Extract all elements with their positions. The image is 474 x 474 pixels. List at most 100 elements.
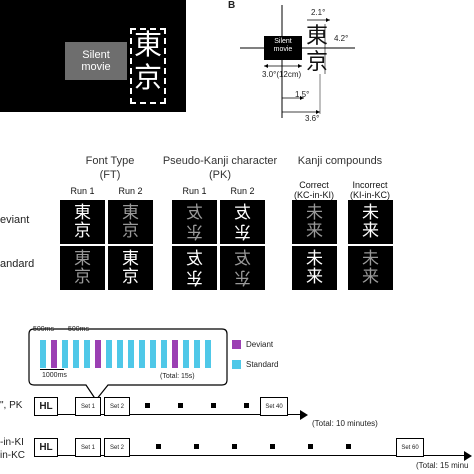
glyph-top: 東 <box>122 203 139 223</box>
ft-abbr: (FT) <box>99 169 121 181</box>
pk-run1: Run 1 <box>182 186 207 196</box>
row2-set-last-label: Set 60 <box>401 444 419 451</box>
standard-stimulus-bar <box>205 340 211 368</box>
panel-b-dim-top: 2.1° <box>311 8 326 17</box>
standard-stimulus-bar <box>62 340 68 368</box>
panel-b-movie-label: Silent movie <box>273 38 293 53</box>
soa-bracket <box>40 369 64 370</box>
panel-b-dim-right: 4.2° <box>334 34 349 43</box>
pk-run2-standard: 友 东 <box>220 246 265 290</box>
kc-incorrect: Incorrect <box>352 180 388 190</box>
row2-ellipsis-dot <box>156 444 161 449</box>
row2-set2: Set 2 <box>104 438 130 457</box>
row1-arrowhead <box>300 410 308 420</box>
glyph-bottom: 来 <box>306 267 323 287</box>
deviant-stimulus-bar <box>172 340 178 368</box>
row-standard-label: andard <box>0 258 35 270</box>
row1-ellipsis-dot <box>178 403 183 408</box>
standard-stimulus-bar <box>106 340 112 368</box>
ft-run2-standard: 東 京 <box>108 246 153 290</box>
glyph-top: 未 <box>306 203 323 223</box>
row1-set1: Set 1 <box>75 397 101 416</box>
panel-a-kanji-top: 東 <box>133 28 162 61</box>
panel-a-movie-box: Silent movie <box>65 42 127 80</box>
panel-b-kanji-top: 東 <box>305 24 328 49</box>
kc-correct-abbr: (KC-in-KI) <box>294 190 334 200</box>
standard-stimulus-bar <box>183 340 189 368</box>
row1-ellipsis-dot <box>244 403 249 408</box>
pk-run2: Run 2 <box>230 186 255 196</box>
standard-stimulus-bar <box>40 340 46 368</box>
row1-total: (Total: 10 minutes) <box>312 419 378 428</box>
panel-b-dim-low: 1.5° <box>295 90 310 99</box>
deviant-stimulus-bar <box>95 340 101 368</box>
row1-ellipsis-dot <box>145 403 150 408</box>
kc-incorrect-abbr: (KI-in-KC) <box>350 190 390 200</box>
row2-arrowhead <box>464 451 472 461</box>
row2-set1: Set 1 <box>75 438 101 457</box>
glyph-top: 東 <box>122 249 139 269</box>
glyph-top: 未 <box>362 203 379 223</box>
standard-stimulus-bar <box>73 340 79 368</box>
glyph-bottom: 京 <box>122 221 139 241</box>
glyph-top: 友 <box>234 203 251 223</box>
row1-set1-label: Set 1 <box>80 403 95 410</box>
ft-run1: Run 1 <box>70 186 95 196</box>
pk-run1-deviant: 友 东 <box>172 200 217 244</box>
row2-ellipsis-dot <box>232 444 237 449</box>
glyph-bottom: 东 <box>186 221 203 241</box>
glyph-bottom: 京 <box>122 267 139 287</box>
row-deviant-label: eviant <box>0 214 30 226</box>
ft-run2: Run 2 <box>118 186 143 196</box>
glyph-bottom: 来 <box>362 267 379 287</box>
row1-hl: HL <box>34 397 58 416</box>
row2-ellipsis-dot <box>194 444 199 449</box>
kc-correct: Correct <box>299 180 329 190</box>
glyph-bottom: 东 <box>234 221 251 241</box>
row2-ellipsis-dot <box>270 444 275 449</box>
glyph-bottom: 东 <box>186 267 203 287</box>
row2-set-last: Set 60 <box>396 438 424 457</box>
row1-ellipsis-dot <box>211 403 216 408</box>
ft-run1-deviant: 東 京 <box>60 200 105 244</box>
row1-set2: Set 2 <box>104 397 130 416</box>
kc-correct-deviant: 未 来 <box>292 200 337 244</box>
stimulus-bar-sequence <box>40 340 220 368</box>
standard-stimulus-bar <box>139 340 145 368</box>
row1-axis <box>34 414 302 415</box>
panel-b-diagram <box>240 5 355 118</box>
pk-title: Pseudo-Kanji character <box>162 155 278 167</box>
glyph-top: 未 <box>362 249 379 269</box>
panel-a-kanji-frame <box>130 28 166 104</box>
row2-axis <box>34 455 464 456</box>
row2-set2-label: Set 2 <box>109 444 124 451</box>
kc-title: Kanji compounds <box>297 155 383 167</box>
kc-correct-standard: 未 来 <box>292 246 337 290</box>
ft-title: Font Type <box>85 155 135 167</box>
row1-set2-label: Set 2 <box>109 403 124 410</box>
ft-run1-standard: 東 京 <box>60 246 105 290</box>
row2-ellipsis-dot <box>346 444 351 449</box>
row2-label-a: -in-KI <box>0 437 24 448</box>
legend-deviant-swatch <box>232 340 241 349</box>
glyph-bottom: 京 <box>74 267 91 287</box>
glyph-bottom: 京 <box>74 221 91 241</box>
glyph-bottom: 东 <box>234 267 251 287</box>
glyph-bottom: 来 <box>362 221 379 241</box>
dur-stim-label: 500ms <box>33 326 55 333</box>
standard-stimulus-bar <box>194 340 200 368</box>
panel-b-kanji-bottom: 京 <box>305 50 328 75</box>
panel-b-dim-width: 3.0°(12cm) <box>262 70 302 79</box>
panel-a-movie-label: Silent movie <box>81 49 111 73</box>
row2-hl-label: HL <box>39 442 53 453</box>
panel-b-dim-bottom: 3.6° <box>305 114 320 123</box>
row1-set-last: Set 40 <box>260 397 288 416</box>
glyph-top: 友 <box>186 203 203 223</box>
standard-stimulus-bar <box>117 340 123 368</box>
deviant-stimulus-bar <box>51 340 57 368</box>
row1-set-last-label: Set 40 <box>265 403 283 410</box>
glyph-top: 友 <box>234 249 251 269</box>
legend-standard-label: Standard <box>246 360 279 369</box>
standard-stimulus-bar <box>128 340 134 368</box>
standard-stimulus-bar <box>161 340 167 368</box>
